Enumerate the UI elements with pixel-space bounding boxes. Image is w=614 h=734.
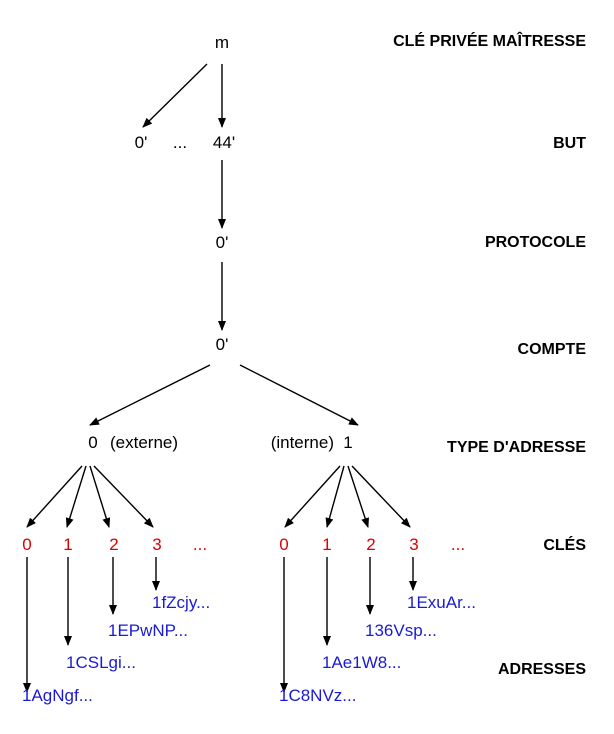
purpose-ellipsis: ... [173, 133, 187, 152]
internal-address-2: 136Vsp... [365, 621, 437, 640]
level-label-address-type: TYPE D'ADRESSE [447, 439, 586, 456]
external-address-0: 1AgNgf... [22, 686, 93, 705]
internal-address-1: 1Ae1W8... [322, 653, 401, 672]
purpose-node-0: 0' [135, 133, 148, 152]
edge-external-to-key-2 [89, 465, 111, 528]
edge-internal-to-key-0 [284, 465, 341, 528]
external-key-1: 1 [63, 535, 72, 554]
external-key-0: 0 [22, 535, 31, 554]
key-row: 0 1 2 3 ... 0 1 2 3 ... [22, 535, 465, 554]
external-key-ellipsis: ... [193, 535, 207, 554]
edge-external-to-key-0 [26, 465, 83, 528]
edge-external-to-key-3 [93, 465, 154, 528]
internal-key-2: 2 [366, 535, 375, 554]
edge-internal-to-key-1 [325, 465, 345, 528]
edge-external-to-key-1 [65, 465, 87, 528]
protocol-node: 0' [216, 233, 229, 252]
external-address-2: 1EPwNP... [108, 621, 188, 640]
level-label-account: COMPTE [518, 341, 587, 358]
level-label-master: CLÉ PRIVÉE MAÎTRESSE [393, 31, 586, 50]
external-key-2: 2 [109, 535, 118, 554]
master-node: m [215, 33, 229, 52]
level-label-purpose: BUT [553, 135, 586, 152]
tree-edges [23, 63, 417, 693]
internal-label: (interne) [271, 433, 334, 452]
tree-nodes: m 0' ... 44' 0' 0' 0 (externe) (interne)… [88, 33, 352, 452]
internal-index: 1 [343, 433, 352, 452]
edge-internal-to-key-2 [347, 465, 369, 528]
external-index: 0 [88, 433, 97, 452]
address-row: 1AgNgf... 1CSLgi... 1EPwNP... 1fZcjy... … [22, 593, 476, 705]
internal-address-3: 1ExuAr... [407, 593, 476, 612]
internal-address-0: 1C8NVz... [279, 686, 356, 705]
account-node: 0' [216, 335, 229, 354]
level-label-protocol: PROTOCOLE [485, 234, 586, 251]
edge-internal-to-key-3 [351, 465, 411, 528]
external-address-1: 1CSLgi... [66, 653, 136, 672]
external-key-3: 3 [152, 535, 161, 554]
internal-key-0: 0 [279, 535, 288, 554]
edge-account-to-internal [239, 364, 359, 426]
level-labels: CLÉ PRIVÉE MAÎTRESSE BUT PROTOCOLE COMPT… [393, 31, 586, 678]
edge-account-to-external [89, 364, 211, 426]
external-address-3: 1fZcjy... [152, 593, 210, 612]
internal-key-1: 1 [322, 535, 331, 554]
level-label-keys: CLÉS [543, 535, 586, 554]
purpose-node-44: 44' [213, 133, 235, 152]
internal-key-ellipsis: ... [451, 535, 465, 554]
internal-key-3: 3 [409, 535, 418, 554]
edge-master-to-purpose-0 [142, 63, 208, 128]
external-label: (externe) [110, 433, 178, 452]
level-label-addresses: ADRESSES [498, 661, 586, 678]
